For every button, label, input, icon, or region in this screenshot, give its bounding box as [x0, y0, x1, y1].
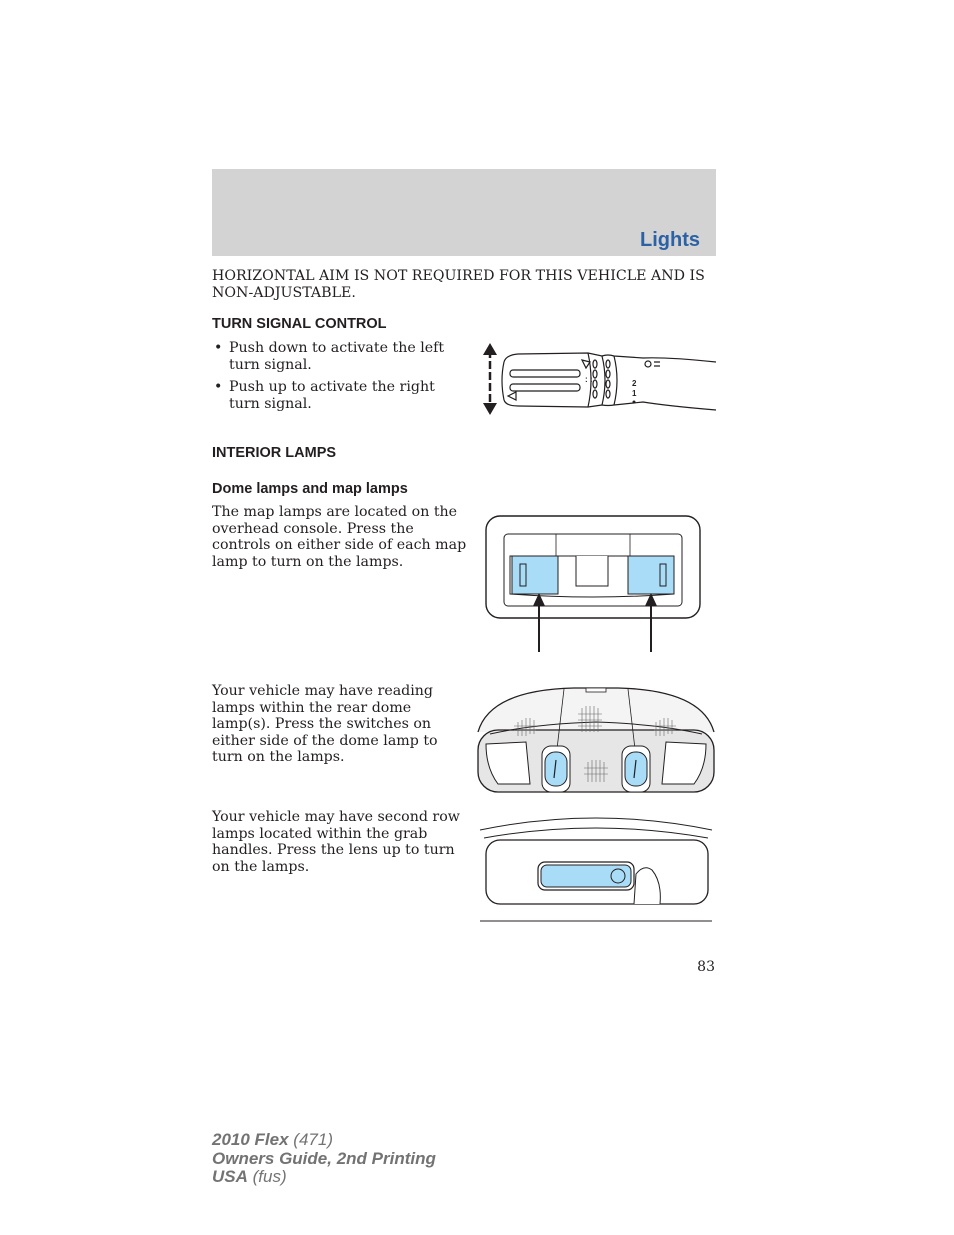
bullet-text: Push down to activate the left turn sign… — [229, 340, 445, 373]
left-reading-lamp-switch — [544, 751, 568, 787]
wiper-speed-1-label: 1 — [632, 389, 637, 398]
footer-market: USA — [212, 1167, 248, 1186]
overhead-console-illustration — [485, 515, 701, 652]
right-map-lamp-lens — [627, 555, 675, 595]
wiper-speed-2-label: 2 — [632, 379, 637, 388]
rear-dome-lamp-illustration — [477, 687, 715, 793]
map-lamps-paragraph: The map lamps are located on the overhea… — [212, 504, 467, 570]
bullet-icon: • — [214, 379, 223, 395]
pointer-arrow-icon — [533, 593, 545, 652]
document-footer: 2010 Flex (471) Owners Guide, 2nd Printi… — [212, 1130, 436, 1187]
page-number: 83 — [697, 959, 715, 975]
turn-signal-bullets: • Push down to activate the left turn si… — [212, 340, 470, 418]
lens-texture — [514, 706, 676, 782]
left-map-lamp-switch — [519, 563, 527, 587]
bullet-text: Push up to activate the right turn signa… — [229, 379, 435, 412]
footer-line-2: Owners Guide, 2nd Printing — [212, 1148, 436, 1169]
footer-model: 2010 Flex — [212, 1130, 289, 1149]
turn-signal-stalk-illustration: : : 2 1 — [483, 343, 717, 415]
pointer-arrow-icon — [645, 593, 657, 652]
footer-model-code: (471) — [293, 1130, 333, 1149]
wiper-off-dot-icon — [632, 400, 636, 404]
left-map-lamp-lens — [511, 555, 559, 595]
interior-lamps-heading: INTERIOR LAMPS — [212, 445, 337, 461]
bullet-item-right: • Push up to activate the right turn sig… — [212, 379, 470, 412]
dome-map-lamps-subheading: Dome lamps and map lamps — [212, 481, 408, 497]
bullet-item-left: • Push down to activate the left turn si… — [212, 340, 470, 373]
intro-paragraph: HORIZONTAL AIM IS NOT REQUIRED FOR THIS … — [212, 268, 705, 301]
footer-line-1: 2010 Flex (471) — [212, 1130, 436, 1150]
svg-text:: :: : : — [585, 375, 593, 384]
grab-handle-lamp-lens — [540, 864, 632, 888]
reading-lamps-paragraph: Your vehicle may have reading lamps with… — [212, 683, 438, 765]
grab-handle-lamp-illustration — [479, 817, 713, 922]
bullet-icon: • — [214, 340, 223, 356]
right-map-lamp-switch — [659, 563, 667, 587]
section-header-band: Lights — [212, 169, 716, 256]
turn-signal-heading: TURN SIGNAL CONTROL — [212, 316, 387, 332]
up-down-arrow-icon — [483, 343, 497, 415]
footer-market-code: (fus) — [252, 1167, 287, 1186]
footer-guide: Owners Guide, 2nd Printing — [212, 1148, 436, 1168]
footer-line-3: USA (fus) — [212, 1167, 436, 1187]
section-title: Lights — [640, 229, 700, 251]
stalk-icon — [501, 352, 717, 411]
second-row-lamps-paragraph: Your vehicle may have second row lamps l… — [212, 809, 460, 875]
right-reading-lamp-switch — [624, 751, 648, 787]
